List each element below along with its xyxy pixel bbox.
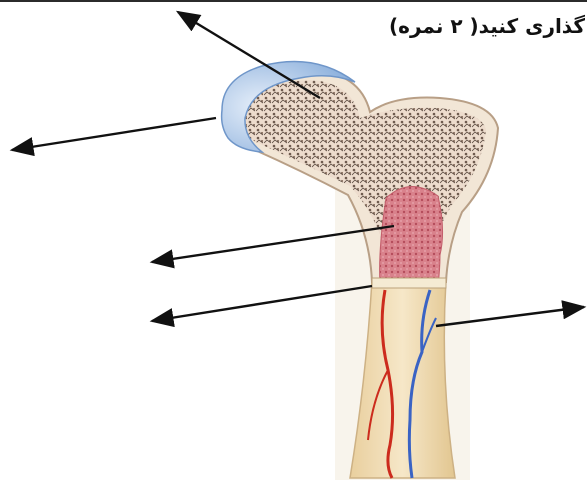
pointer-arrow-cartilage bbox=[12, 118, 216, 150]
epiphyseal-line bbox=[372, 278, 446, 288]
red-marrow bbox=[380, 186, 443, 285]
